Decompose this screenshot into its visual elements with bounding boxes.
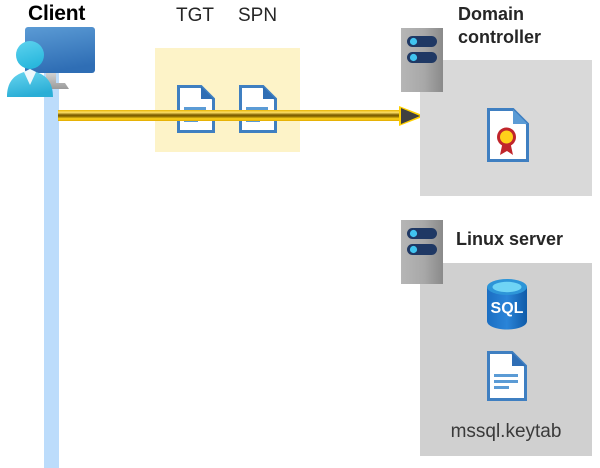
right-arrow <box>58 104 426 128</box>
client-lifeline <box>44 72 59 468</box>
keytab-document-icon <box>487 351 527 401</box>
keytab-filename-label: mssql.keytab <box>450 421 562 442</box>
linux-server-title: Linux server <box>456 229 564 249</box>
domain-controller-title-line1: Domain <box>458 4 525 24</box>
sql-database-icon: SQL <box>484 277 530 331</box>
domain-controller-title-line2: controller <box>458 27 542 47</box>
user-monitor-icon <box>4 25 100 97</box>
sql-icon-label: SQL <box>491 300 524 317</box>
domain-controller-server-icon <box>401 28 443 92</box>
tgt-label: TGT <box>176 5 214 26</box>
client-title: Client <box>28 2 86 25</box>
linux-server-server-icon <box>401 220 443 284</box>
certificate-document-icon <box>487 108 529 162</box>
spn-label: SPN <box>238 5 278 26</box>
domain-controller-title: Domain controller <box>458 3 588 49</box>
